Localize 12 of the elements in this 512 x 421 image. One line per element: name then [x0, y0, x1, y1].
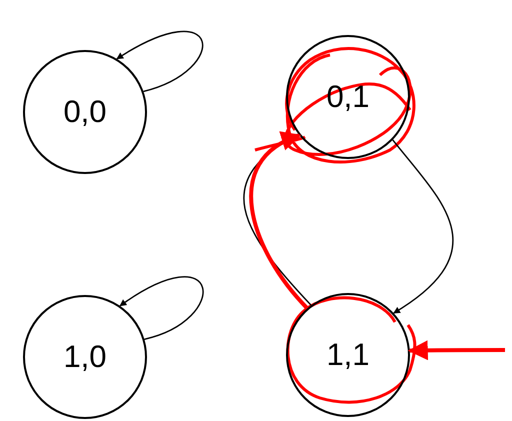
- transition-arrow: [392, 139, 454, 314]
- state-label: 1,1: [326, 337, 370, 373]
- state-label: 0,1: [326, 79, 370, 115]
- transition-arrow: [408, 340, 505, 360]
- transition-arrow: [116, 31, 203, 92]
- state-circle: [286, 293, 410, 417]
- state-circle: [23, 50, 147, 174]
- state-circle: [23, 295, 147, 419]
- state-circle: [286, 35, 410, 159]
- state-label: 1,0: [63, 339, 107, 375]
- state-label: 0,0: [63, 94, 107, 130]
- transition-arrow: [119, 276, 204, 340]
